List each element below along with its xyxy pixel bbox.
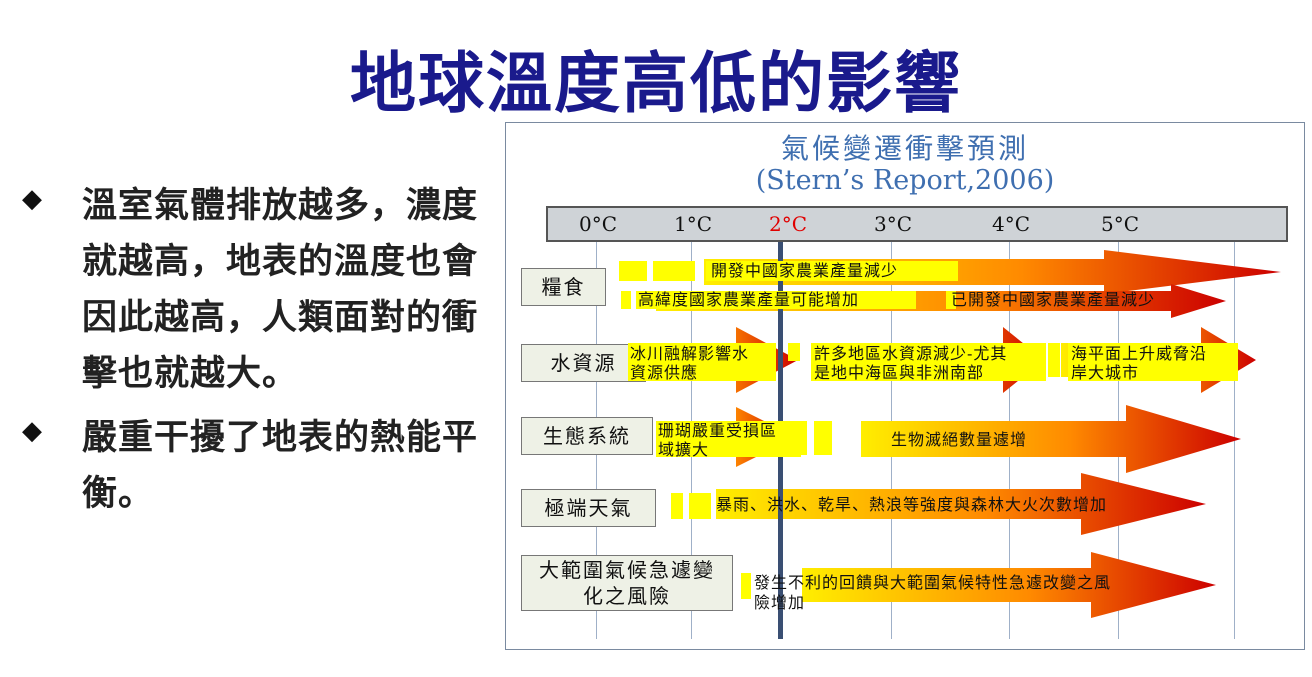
temperature-tick: 1°C — [673, 212, 713, 236]
row-label-water: 水資源 — [521, 344, 646, 382]
row-label-food: 糧食 — [521, 268, 606, 306]
impact-text: 許多地區水資源減少-尤其 — [814, 344, 1008, 363]
impact-text: 開發中國家農業產量減少 — [711, 261, 899, 280]
arrow — [802, 552, 1216, 618]
yellow-tag — [628, 343, 776, 381]
row-label-ecosystem: 生態系統 — [521, 417, 653, 455]
yellow-tag — [653, 261, 695, 281]
yellow-tag — [1048, 343, 1060, 377]
temperature-tick-highlight: 2°C — [768, 212, 808, 236]
yellow-tag — [636, 291, 916, 309]
yellow-tag — [793, 421, 807, 455]
bullet-text: 嚴重干擾了地表的熱能平衡。 — [82, 418, 479, 514]
yellow-tag — [741, 573, 751, 599]
row-label-abrupt-change: 大範圍氣候急遽變 化之風險 — [521, 555, 733, 611]
bullet-list: ◆ 溫室氣體排放越多，濃度就越高，地表的溫度也會因此越高，人類面對的衝擊也就越大… — [22, 178, 492, 530]
arrow — [716, 473, 1206, 535]
climate-impact-diagram: 氣候變遷衝擊預測 (Stern’s Report,2006) 0°C 1°C 2… — [505, 122, 1305, 650]
impact-text: 發生不利的回饋與大範圍氣候特性急遽改變之風 — [754, 573, 1112, 592]
diamond-bullet-icon: ◆ — [22, 184, 42, 214]
yellow-tag — [619, 261, 647, 281]
yellow-tag — [814, 421, 832, 455]
impact-text: 珊瑚嚴重受損區 — [658, 421, 778, 440]
temperature-tick: 0°C — [578, 212, 618, 236]
impact-text: 險增加 — [754, 593, 806, 612]
impact-text: 已開發中國家農業產量減少 — [951, 290, 1156, 309]
yellow-tag — [1068, 343, 1238, 381]
temperature-scale-bar: 0°C 1°C 2°C 3°C 4°C 5°C — [546, 206, 1288, 242]
yellow-tag — [671, 493, 683, 519]
yellow-tag — [811, 343, 1046, 381]
row-label-line: 化之風險 — [583, 584, 671, 608]
impact-text: 域擴大 — [658, 440, 710, 459]
yellow-tag — [946, 291, 956, 309]
row-label-line: 大範圍氣候急遽變 — [539, 558, 715, 582]
row-label-extreme-weather: 極端天氣 — [521, 489, 656, 527]
diamond-bullet-icon: ◆ — [22, 416, 42, 446]
impact-text: 岸大城市 — [1071, 363, 1140, 382]
impact-text: 海平面上升威脅沿 — [1071, 344, 1208, 363]
yellow-tag — [706, 261, 958, 281]
impact-text: 資源供應 — [630, 363, 699, 382]
yellow-tag — [656, 421, 801, 457]
yellow-tag — [788, 343, 800, 361]
diagram-subtitle: (Stern’s Report,2006) — [755, 165, 1055, 196]
impact-text: 生物滅絕數量遽增 — [891, 430, 1028, 449]
yellow-tag — [621, 291, 631, 309]
bullet-item: ◆ 溫室氣體排放越多，濃度就越高，地表的溫度也會因此越高，人類面對的衝擊也就越大… — [22, 178, 492, 402]
impact-text: 暴雨、洪水、乾旱、熱浪等強度與森林大火次數增加 — [716, 495, 1108, 514]
impact-text: 高緯度國家農業產量可能增加 — [638, 290, 860, 309]
bullet-item: ◆ 嚴重干擾了地表的熱能平衡。 — [22, 410, 492, 522]
temperature-tick: 5°C — [1100, 212, 1140, 236]
slide-title: 地球溫度高低的影響 — [350, 45, 962, 122]
impact-text: 是地中海區與非洲南部 — [814, 363, 985, 382]
diagram-title: 氣候變遷衝擊預測 — [780, 132, 1029, 165]
bullet-text: 溫室氣體排放越多，濃度就越高，地表的溫度也會因此越高，人類面對的衝擊也就越大。 — [82, 186, 479, 394]
temperature-tick: 4°C — [991, 212, 1031, 236]
arrow — [861, 405, 1241, 473]
yellow-tag — [689, 493, 711, 519]
temperature-tick: 3°C — [873, 212, 913, 236]
impact-text: 冰川融解影響水 — [630, 344, 750, 363]
